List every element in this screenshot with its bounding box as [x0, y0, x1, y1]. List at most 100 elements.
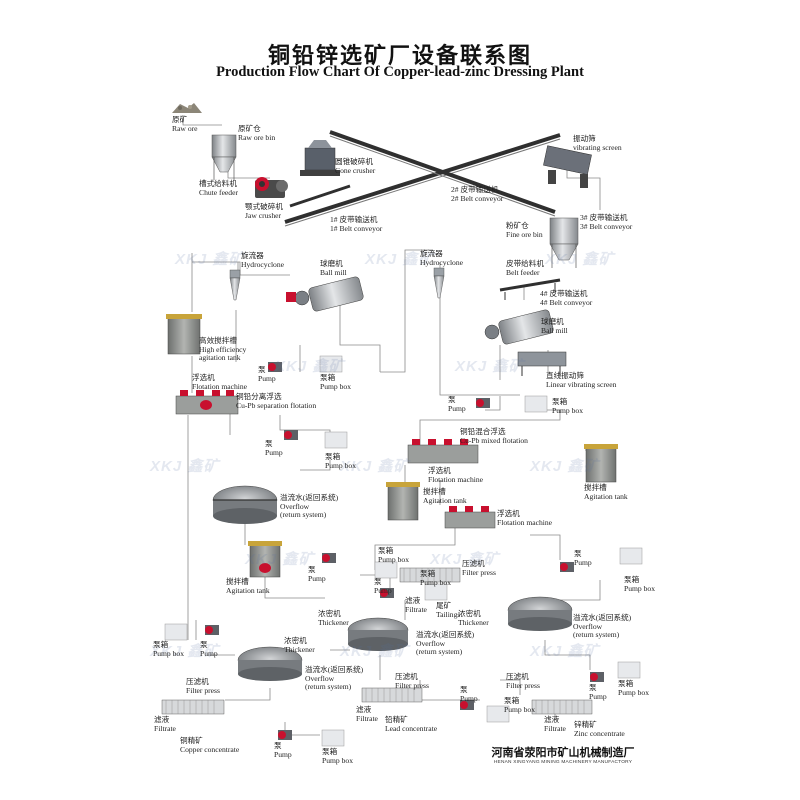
pump-box-9 — [486, 705, 510, 723]
label-overflow-1: 溢流水(返回系统)Overflow(return system) — [280, 493, 339, 520]
flow-line — [339, 302, 381, 372]
watermark: XKJ 鑫矿 — [150, 643, 220, 660]
pump-box-3 — [524, 395, 548, 413]
pump-8 — [590, 672, 604, 682]
flow-line — [300, 460, 331, 471]
pump-box-10 — [321, 729, 345, 747]
flow-line — [419, 409, 561, 445]
pump-box-2 — [324, 431, 348, 449]
title-english: Production Flow Chart Of Copper-lead-zin… — [216, 64, 584, 80]
flow-line — [182, 115, 222, 126]
linear-vibrating-screen — [517, 351, 567, 376]
pump-box-7 — [164, 623, 188, 641]
pump-4 — [322, 553, 336, 563]
flotation-cupb-separation — [175, 390, 239, 415]
watermark: XKJ 鑫矿 — [340, 458, 410, 475]
agitation-tank-left — [248, 541, 282, 578]
pump-5 — [380, 588, 394, 598]
raw-ore-bin — [211, 134, 237, 180]
watermark: XKJ 鑫矿 — [175, 251, 245, 268]
flotation-cupb-mixed — [407, 439, 479, 464]
manufacturer-name-cn: 河南省荥阳市矿山机械制造厂 — [491, 746, 635, 759]
pump-box-1 — [319, 355, 343, 373]
flow-line — [485, 396, 501, 411]
flow-line — [439, 262, 520, 396]
hydrocyclone-2 — [433, 267, 445, 299]
belt-conveyors — [284, 130, 561, 227]
belt-feeder — [499, 278, 561, 300]
watermark: XKJ 鑫矿 — [530, 458, 600, 475]
flow-line — [544, 640, 591, 670]
flow-line — [500, 679, 521, 695]
filter-press-4 — [161, 699, 225, 715]
raw-ore-pile — [172, 103, 202, 113]
flow-line — [540, 580, 601, 601]
watermark: XKJ 鑫矿 — [150, 458, 220, 475]
manufacturer-footer: 河南省荥阳市矿山机械制造厂 HENAN XINGYANG MINING MACH… — [488, 744, 638, 765]
thickener-1 — [237, 646, 303, 681]
pump-9 — [460, 700, 474, 710]
pump-3 — [476, 398, 490, 408]
agitation-tank-middle — [386, 482, 420, 521]
watermark: XKJ 鑫矿 — [430, 551, 500, 568]
watermark: XKJ 鑫矿 — [365, 251, 435, 268]
flotation-machine-3 — [444, 506, 496, 529]
pumps — [205, 362, 604, 740]
watermark: XKJ 鑫矿 — [530, 643, 600, 660]
vibrating-screen — [543, 145, 592, 188]
filter-press-3 — [531, 699, 593, 715]
jaw-crusher — [255, 177, 288, 198]
flow-line — [380, 249, 432, 373]
label-overflow-4: 溢流水(返回系统)Overflow(return system) — [305, 665, 364, 692]
flow-lines — [182, 115, 601, 736]
pump-1 — [268, 362, 282, 372]
pump-box-5 — [424, 583, 448, 601]
cone-crusher — [300, 140, 340, 176]
pump-2 — [284, 430, 298, 440]
label-overflow-3: 溢流水(返回系统)Overflow(return system) — [573, 613, 632, 640]
pump-7 — [205, 625, 219, 635]
flow-line — [374, 520, 456, 570]
thickener-overflow-1 — [212, 485, 278, 524]
thickener-2 — [347, 617, 409, 651]
pump-box-6 — [619, 547, 643, 565]
